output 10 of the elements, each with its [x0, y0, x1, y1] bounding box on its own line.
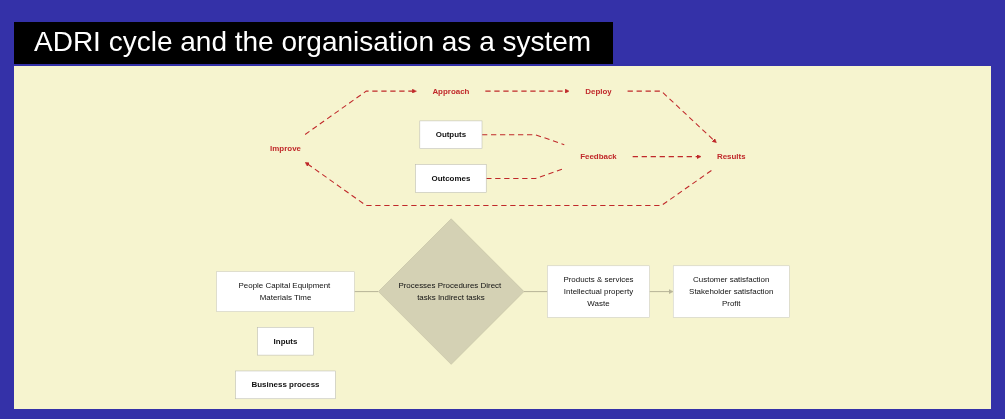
connector [522, 290, 548, 292]
connector [485, 167, 565, 179]
connector [353, 290, 379, 292]
arrow [648, 288, 673, 294]
arrow [484, 88, 570, 93]
arrow [304, 161, 712, 206]
title: ADRI cycle and the organisation as a system [14, 22, 614, 64]
arrow [631, 153, 701, 159]
arrow [304, 88, 417, 135]
arrow [626, 90, 717, 143]
